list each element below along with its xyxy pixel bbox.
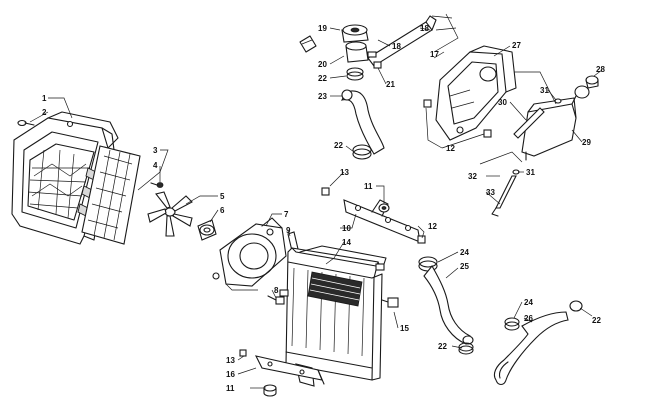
callout-12-bracket: 12 [428,222,437,231]
bracket-bolt-part [417,235,426,244]
lower-hose-clamp-bottom-part [458,342,474,355]
callout-10: 10 [342,224,351,233]
bypass-hose-part [493,311,569,386]
filler-neck-part [345,41,377,63]
callout-2: 2 [42,108,47,117]
callout-labels: 1 2 3 4 5 6 7 8 9 10 11 11 12 12 13 13 1… [42,24,605,393]
callout-25: 25 [460,262,469,271]
callout-12-reservoir: 12 [446,144,455,153]
callout-23: 23 [318,92,327,101]
callout-16: 16 [226,370,235,379]
overflow-tube-part [367,13,459,67]
callout-19: 19 [318,24,327,33]
neck-bolt-part [373,61,382,69]
radiator-core-part [279,245,387,387]
callout-11-upper: 11 [364,182,373,191]
callout-9: 9 [286,226,291,235]
drain-tube-part [491,175,517,217]
reservoir-bolt-lower-part [483,129,492,138]
callout-33: 33 [486,188,495,197]
upper-grommet-part [378,203,390,213]
leader-lines [29,27,603,389]
screen-screw-part [150,182,164,188]
callout-13-lower: 13 [226,356,235,365]
upper-bolt-part [321,187,330,196]
callout-18-right: 18 [420,24,429,33]
fan-blade-part [147,191,193,237]
vent-clamp-part [554,98,562,104]
radiator-cap-part [341,24,369,43]
callout-29: 29 [582,138,591,147]
callout-30: 30 [498,98,507,107]
callout-31-upper: 31 [540,86,549,95]
lower-grommet-part [263,384,277,397]
callout-5: 5 [220,192,225,201]
callout-8: 8 [274,286,279,295]
lower-bracket-part [254,355,325,385]
bypass-clamp-part [504,317,520,331]
reservoir-bracket-part [435,45,517,141]
callout-18-left: 18 [392,42,401,51]
fan-shroud-part [212,217,287,291]
callout-20: 20 [318,60,327,69]
reservoir-cap-part [585,75,599,89]
upper-hose-part [340,89,385,155]
callout-7: 7 [284,210,289,219]
lower-hose-clamp-part [418,256,438,272]
callout-22-right: 22 [592,316,601,325]
callout-15: 15 [400,324,409,333]
drain-plug-part [381,297,399,308]
cap-clip-part [299,35,317,53]
fan-bushing-part [197,219,217,241]
vent-tube-part [513,107,545,139]
reservoir-bolt-left-part [423,99,432,108]
hose-clamp-upper-part [346,67,364,81]
callout-22-mid: 22 [334,141,343,150]
hose-clamp-mid-part [352,144,372,160]
callout-21: 21 [386,80,395,89]
fan-shroud-bolt-part [267,295,285,305]
callout-13-upper: 13 [340,168,349,177]
callout-11-lower: 11 [226,384,235,393]
callout-32: 32 [468,172,477,181]
bypass-clamp-right-part [569,300,583,312]
lower-bolt-part [239,349,247,357]
callout-22-upper: 22 [318,74,327,83]
callout-28: 28 [596,65,605,74]
radiator-screen-part [81,145,141,245]
callout-14: 14 [342,238,351,247]
callout-17: 17 [430,50,439,59]
callout-24-bypass: 24 [524,298,533,307]
callout-4: 4 [153,161,158,170]
lower-hose-part [423,265,474,345]
callout-26: 26 [524,314,533,323]
shroud-screw-part [17,119,35,127]
callout-22-lower: 22 [438,342,447,351]
callout-24-lower-hose: 24 [460,248,469,257]
callout-3: 3 [153,146,158,155]
callout-1: 1 [42,94,47,103]
callout-6: 6 [220,206,225,215]
callout-27: 27 [512,41,521,50]
callout-31-lower: 31 [526,168,535,177]
